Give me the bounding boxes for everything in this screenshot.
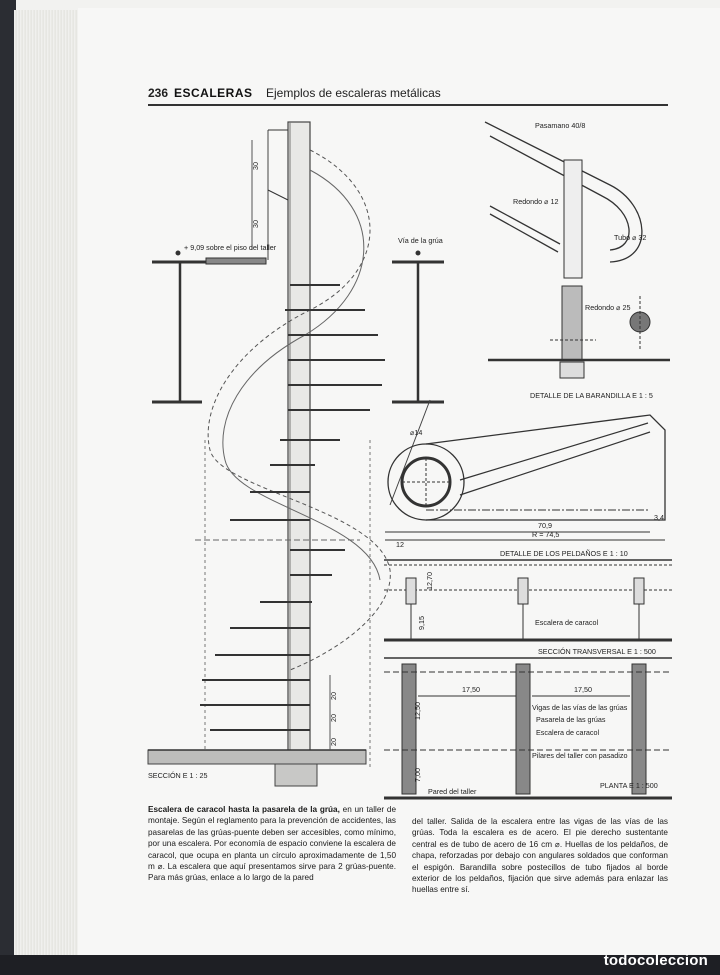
label-dim-1250: 12,50 xyxy=(413,702,422,720)
label-seccion-transversal: SECCIÓN TRANSVERSAL E 1 : 500 xyxy=(538,647,656,656)
label-via-grua: Vía de la grúa xyxy=(398,236,443,245)
label-detalle-peldanos: DETALLE DE LOS PELDAÑOS E 1 : 10 xyxy=(500,549,628,558)
label-detalle-barandilla: DETALLE DE LA BARANDILLA E 1 : 5 xyxy=(530,391,653,400)
plan-view xyxy=(384,657,672,800)
label-dim-915: 9,15 xyxy=(417,616,426,630)
label-planta: PLANTA E 1 : 500 xyxy=(600,781,658,790)
caption-left-bold: Escalera de caracol hasta la pasarela de… xyxy=(148,805,340,814)
watermark: todocoleccion xyxy=(603,952,708,969)
book-spine xyxy=(0,0,16,975)
technical-drawing: Pasamano 40/8 Redondo ⌀ 12 Tubo ⌀ 32 Red… xyxy=(147,121,672,800)
label-dim-20-b: 20 xyxy=(329,714,338,722)
label-redondo-25: Redondo ⌀ 25 xyxy=(585,303,631,312)
label-dim-12: 12 xyxy=(396,540,404,549)
label-redondo-12: Redondo ⌀ 12 xyxy=(513,197,559,206)
central-column xyxy=(287,121,311,773)
label-pared: Pared del taller xyxy=(428,787,477,796)
label-escalera-caracol-planta: Escalera de caracol xyxy=(536,728,600,737)
label-dim-20-a: 20 xyxy=(329,692,338,700)
label-seccion: SECCIÓN E 1 : 25 xyxy=(148,771,208,780)
book-cover-bottom xyxy=(0,955,720,975)
label-dim-700: 7,00 xyxy=(413,768,422,782)
transverse-section xyxy=(384,559,672,642)
caption-left: Escalera de caracol hasta la pasarela de… xyxy=(148,804,396,884)
label-dim-20-c: 20 xyxy=(329,738,338,746)
label-dim-34: 3,4 xyxy=(654,513,664,522)
page-edges xyxy=(14,10,79,955)
tread-detail xyxy=(385,399,666,541)
caption-right: del taller. Salida de la escalera entre … xyxy=(412,817,668,895)
label-pasarela: Pasarela de las grúas xyxy=(536,715,606,724)
label-dim-1750-a: 17,50 xyxy=(462,685,480,694)
label-escalera-caracol-seccion: Escalera de caracol xyxy=(535,618,599,627)
label-dim-1750-b: 17,50 xyxy=(574,685,592,694)
page-number: 236 xyxy=(148,86,169,100)
handrail-detail xyxy=(484,121,670,379)
header-rule xyxy=(148,104,668,106)
page-subtitle: Ejemplos de escaleras metálicas xyxy=(266,86,441,100)
label-tubo-32: Tubo ⌀ 32 xyxy=(614,233,646,242)
section-title: ESCALERAS xyxy=(174,86,253,100)
label-dim-745: R = 74,5 xyxy=(532,530,559,539)
label-vigas: Vigas de las vías de las grúas xyxy=(532,703,628,712)
label-dim-30-a: 30 xyxy=(251,162,260,170)
label-pasamano: Pasamano 40/8 xyxy=(535,121,585,130)
label-dim-30-b: 30 xyxy=(251,220,260,228)
label-pilares: Pilares del taller con pasadizo xyxy=(532,751,628,760)
caption-left-text: en un taller de montaje. Según el reglam… xyxy=(148,805,396,883)
stair-treads xyxy=(200,284,385,731)
label-diam-14: ⌀14 xyxy=(410,428,422,437)
label-nivel-taller: + 9,09 sobre el piso del taller xyxy=(184,243,277,252)
label-dim-1270: 12,70 xyxy=(425,572,434,590)
label-dim-709: 70,9 xyxy=(538,521,552,530)
